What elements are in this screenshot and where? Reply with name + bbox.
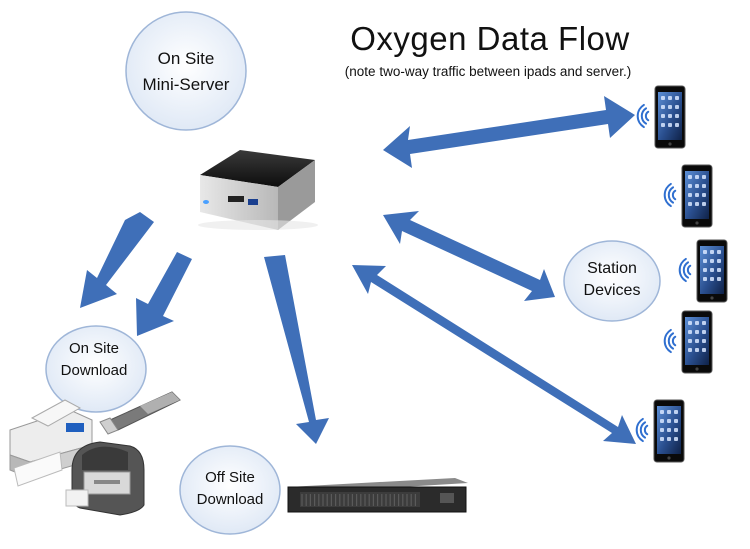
station-label-line2: Devices [583,282,641,299]
arrow-server-offsite [264,255,329,444]
printer-icon [9,399,93,487]
onsite-download-label-line1: On Site [68,340,120,357]
mini-server-bubble [125,11,247,131]
onsite-download-label: On Site Download [46,338,142,382]
station-devices-bubble [563,240,661,322]
mini-server-label: On Site Mini-Server [126,46,246,98]
ipad-icon [696,239,728,303]
wifi-icon [663,328,677,354]
offsite-download-bubble [179,445,281,535]
onsite-download-label-line2: Download [60,362,128,379]
wifi-icon [678,257,692,283]
arrow-server-download-right [136,252,192,336]
station-label-line1: Station [587,260,637,277]
mini-server-label-line2: Mini-Server [142,75,230,94]
label-printer-icon [65,441,145,516]
onsite-download-bubble [45,325,147,413]
mini-server-icon [198,150,318,230]
usb-drive-icon [99,391,181,435]
diagram-title: Oxygen Data Flow [350,20,630,57]
arrow-server-download-left [80,212,154,308]
arrow-server-ipad-top [383,96,635,168]
wifi-icon [663,182,677,208]
wifi-icon [636,103,650,129]
ipad-icon [653,399,685,463]
offsite-download-label: Off Site Download [180,467,280,511]
ipad-icon [654,85,686,149]
ipad-icon [681,164,713,228]
arrow-server-ipad-bottom [352,265,636,444]
diagram-subtitle: (note two-way traffic between ipads and … [344,64,632,79]
ipad-icon [681,310,713,374]
arrow-server-station [383,211,555,301]
offsite-download-label-line2: Download [196,491,264,508]
rack-server-icon [287,478,468,513]
offsite-download-label-line1: Off Site [205,469,255,486]
station-devices-label: Station Devices [564,258,660,302]
mini-server-label-line1: On Site [157,49,215,68]
wifi-icon [635,417,649,443]
